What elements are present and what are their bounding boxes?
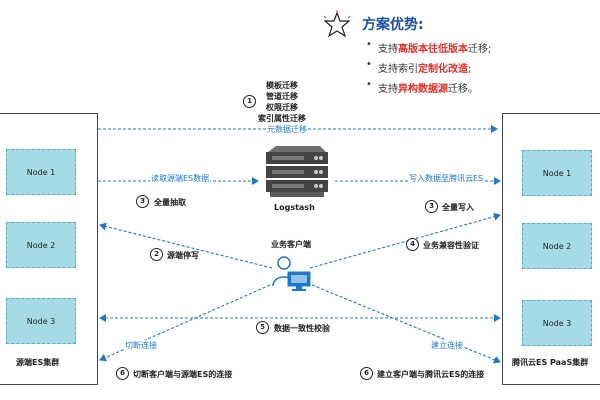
step-4-marker: 4 [406,238,419,251]
advantage-item-2: 支持索引定制化改造; [378,64,472,75]
advantage-item-1: 支持高版本往低版本迁移; [378,44,492,55]
read-source-label: 读取源端ES数据 [150,173,211,184]
server-icon [266,146,328,197]
target-node-1: Node 1 [522,150,592,196]
step-3-right-marker: 3 [425,200,438,213]
cut-connection-arrow-label: 切断连接 [124,340,158,351]
cut-connection-label: 切断客户端与源端ES的连接 [133,370,233,379]
source-node-1: Node 1 [6,149,76,195]
star-icon [323,10,351,38]
source-node-2: Node 2 [6,222,76,268]
step-6-right-marker: 6 [360,367,373,380]
source-node-3: Node 3 [6,298,76,344]
client-label: 业务客户端 [271,240,311,249]
metadata-arrow-label: 元数据迁移 [266,124,308,135]
advantage-item-3: 支持异构数据源迁移。 [378,84,478,95]
step-1-line-3: 权限迁移 [266,103,298,112]
step-5-marker: 5 [256,321,269,334]
arrow-stop-write [99,222,273,269]
establish-connection-label: 建立客户端与腾讯云ES的连接 [377,370,485,379]
arrow-establish [311,284,501,364]
user-computer-icon [272,256,311,291]
establish-connection-arrow-label: 建立连接 [430,340,464,351]
target-cluster-label: 腾讯云ES PaaS集群 [512,358,589,367]
server-label: Logstash [274,203,315,212]
arrow-cut [99,284,271,362]
consistency-label: 数据一致性校验 [274,324,330,333]
full-extract-label: 全量抽取 [154,198,186,207]
target-node-2: Node 2 [522,223,592,269]
step-2-marker: 2 [150,248,163,261]
arrow-compat [309,212,501,269]
step-6-left-marker: 6 [116,367,129,380]
stop-write-label: 源端停写 [167,251,199,260]
target-node-3: Node 3 [522,300,592,346]
compat-label: 业务兼容性验证 [423,241,479,250]
step-1-line-2: 管道迁移 [266,92,298,101]
bullet-dot: • [366,39,372,50]
step-1-line-4: 索引属性迁移 [258,114,306,123]
full-write-label: 全量写入 [442,203,474,212]
advantages-title: 方案优势: [362,17,424,33]
step-1-line-1: 模板迁移 [266,81,298,90]
bullet-dot: • [366,79,372,90]
step-3-left-marker: 3 [136,195,149,208]
step-1-marker: 1 [243,95,256,108]
source-cluster-label: 源端ES集群 [16,358,60,367]
write-target-label: 写入数据至腾讯云ES [408,173,485,184]
bullet-dot: • [366,59,372,70]
